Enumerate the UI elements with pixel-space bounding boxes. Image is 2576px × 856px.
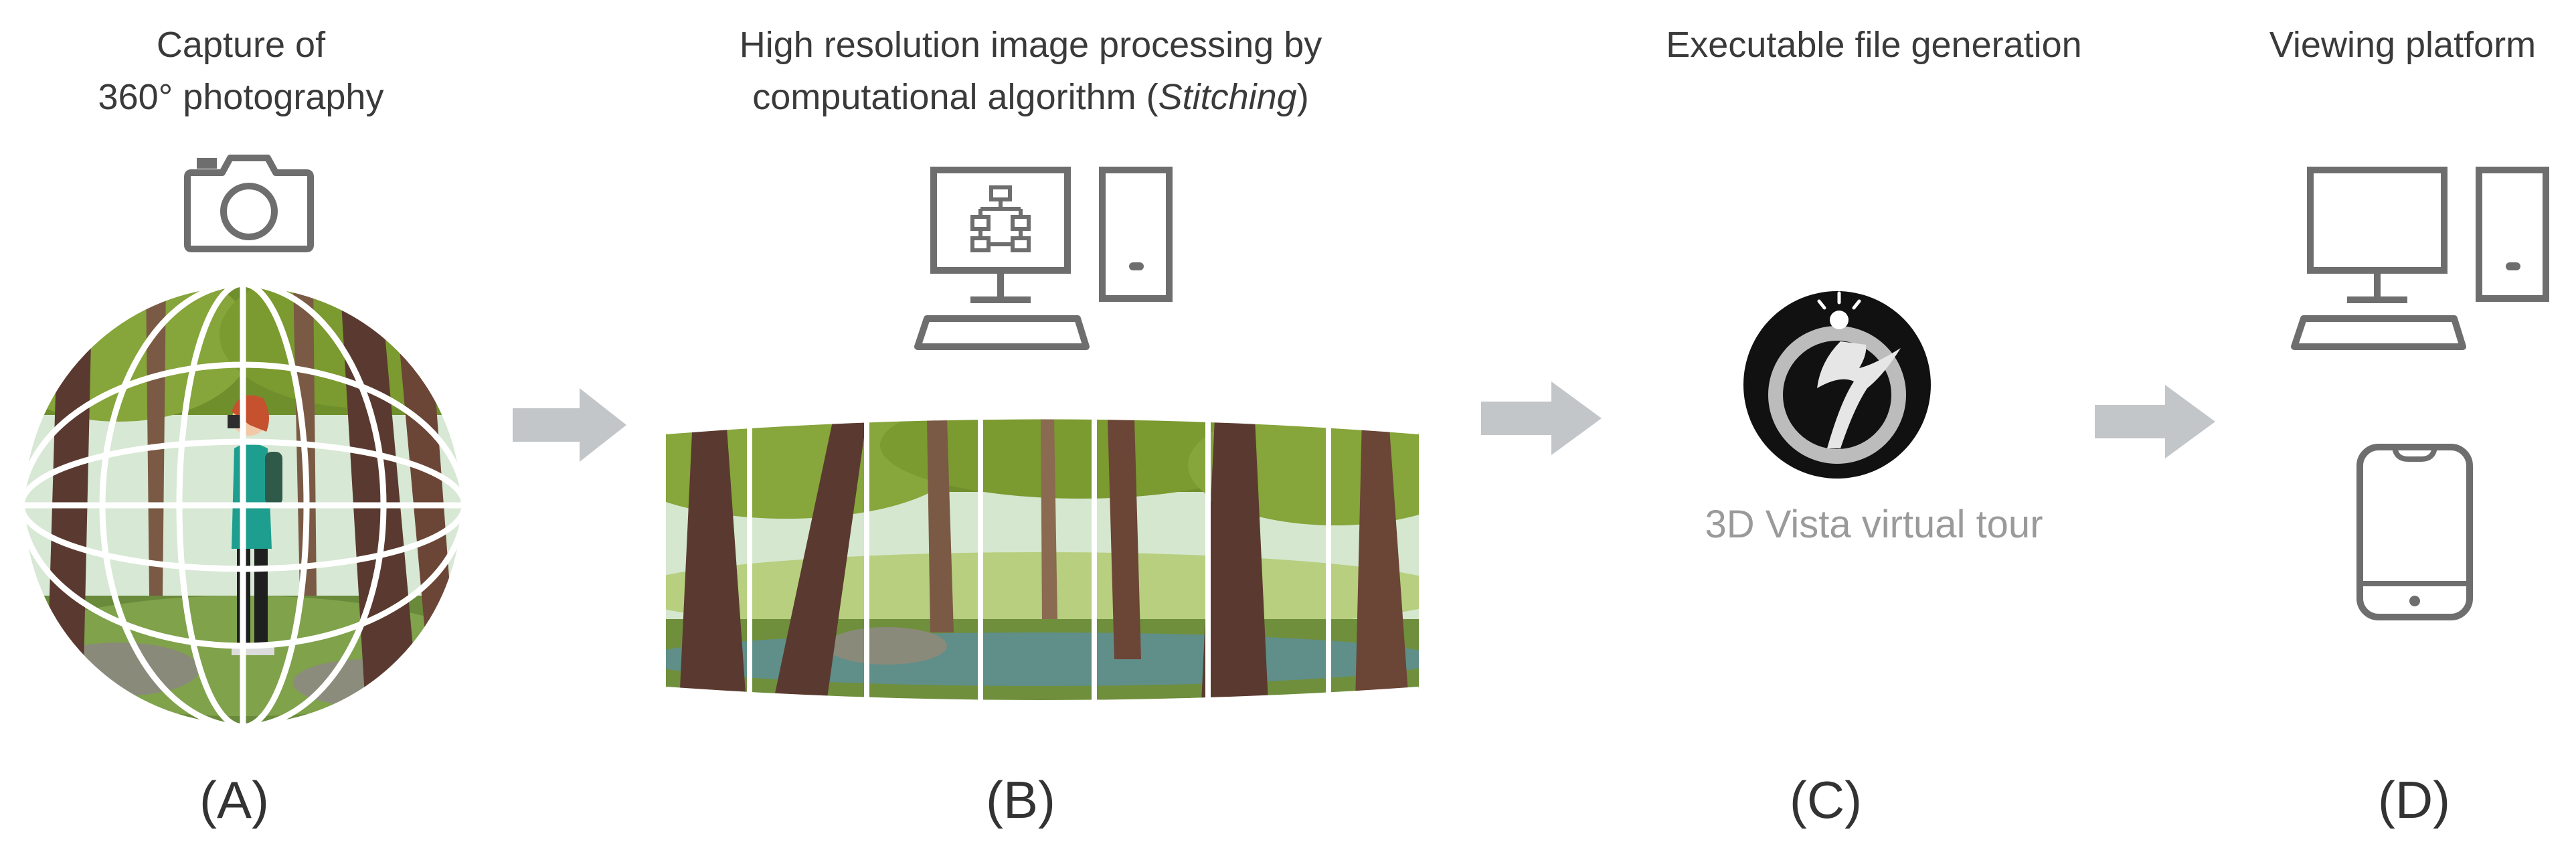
sphere-grid — [18, 280, 468, 730]
stage-a-caption: Capture of 360° photography — [27, 19, 455, 123]
forest-scene-sphere — [21, 283, 465, 727]
stage-a-letter: (A) — [199, 770, 269, 829]
stage-b-caption-line2-suffix: ) — [1296, 77, 1309, 117]
stage-b-caption-line2-italic: Stitching — [1158, 77, 1297, 117]
photo-sphere — [18, 280, 468, 730]
arrow-a-to-b — [513, 388, 626, 462]
stage-b-caption-line1: High resolution image processing by — [739, 25, 1322, 65]
forest-scene-panorama — [666, 416, 1419, 703]
stage-a-caption-line2: 360° photography — [98, 77, 384, 117]
desktop-flowchart-icon — [914, 167, 1173, 350]
stage-c-caption-line1: Executable file generation — [1666, 25, 2082, 65]
panorama-grid — [665, 414, 1420, 705]
stitched-panorama — [665, 414, 1420, 705]
arrow-c-to-d — [2095, 385, 2215, 458]
stage-d-letter: (D) — [2377, 770, 2451, 829]
stage-b-caption: High resolution image processing by comp… — [642, 19, 1419, 123]
smartphone-icon — [2356, 444, 2473, 620]
stage-c-letter: (C) — [1789, 770, 1863, 829]
3dvista-logo-icon — [1743, 291, 1931, 479]
stage-b-caption-line2: computational algorithm (Stitching) — [642, 71, 1419, 123]
desktop-computer-icon — [2291, 167, 2549, 350]
stage-b-caption-line2-prefix: computational algorithm ( — [752, 77, 1158, 117]
stage-d-caption: Viewing platform — [2235, 19, 2570, 71]
camera-icon — [184, 155, 314, 252]
brand-label: 3D Vista virtual tour — [1705, 503, 2043, 546]
arrow-b-to-c — [1481, 381, 1602, 455]
stage-b-letter: (B) — [986, 770, 1055, 829]
stage-d-caption-line1: Viewing platform — [2269, 25, 2537, 65]
stage-a-caption-line1: Capture of — [156, 25, 326, 65]
stage-c-caption: Executable file generation — [1593, 19, 2155, 71]
